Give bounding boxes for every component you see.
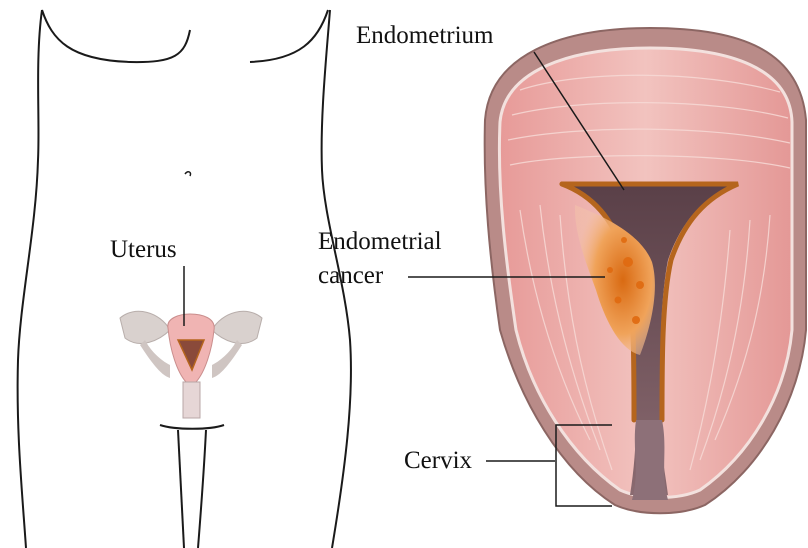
small-uterus [120,311,262,418]
large-uterus [485,28,806,513]
endometrial-cancer-label-line1: Endometrial [318,228,442,256]
endometrium-label: Endometrium [356,22,493,50]
cervix-label: Cervix [404,447,472,475]
endometrial-cancer-label-line2: cancer [318,262,383,290]
uterus-label: Uterus [110,236,177,264]
